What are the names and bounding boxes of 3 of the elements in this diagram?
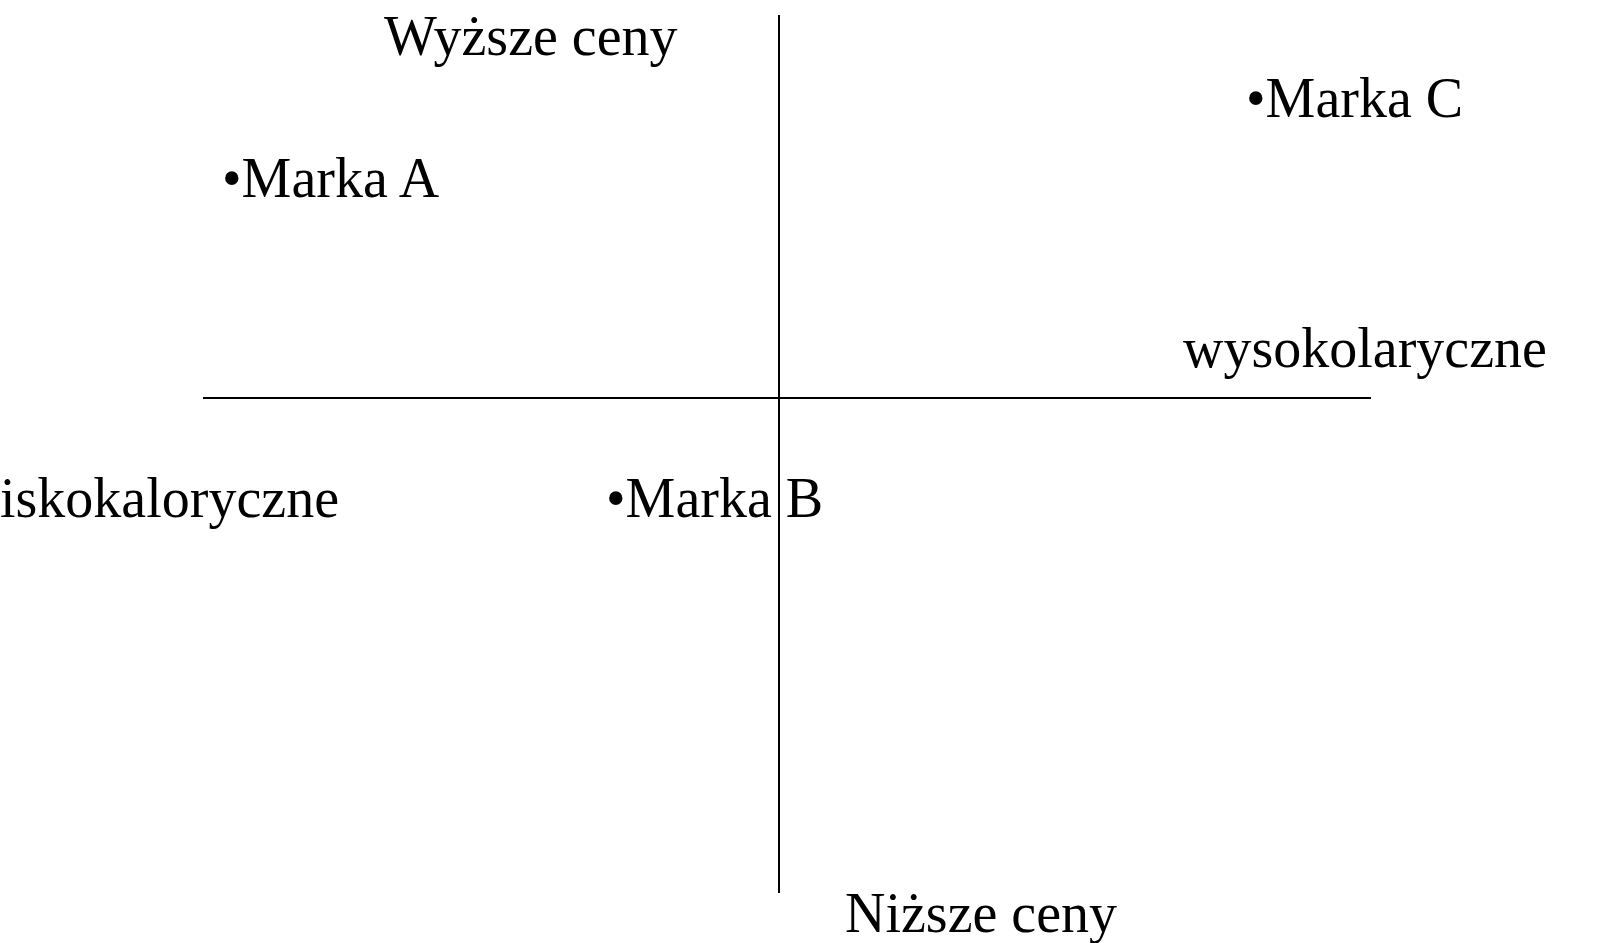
point-label: •Marka C bbox=[1246, 70, 1464, 126]
point-label: •Marka B bbox=[606, 470, 824, 526]
point-label: •Marka A bbox=[222, 150, 440, 206]
